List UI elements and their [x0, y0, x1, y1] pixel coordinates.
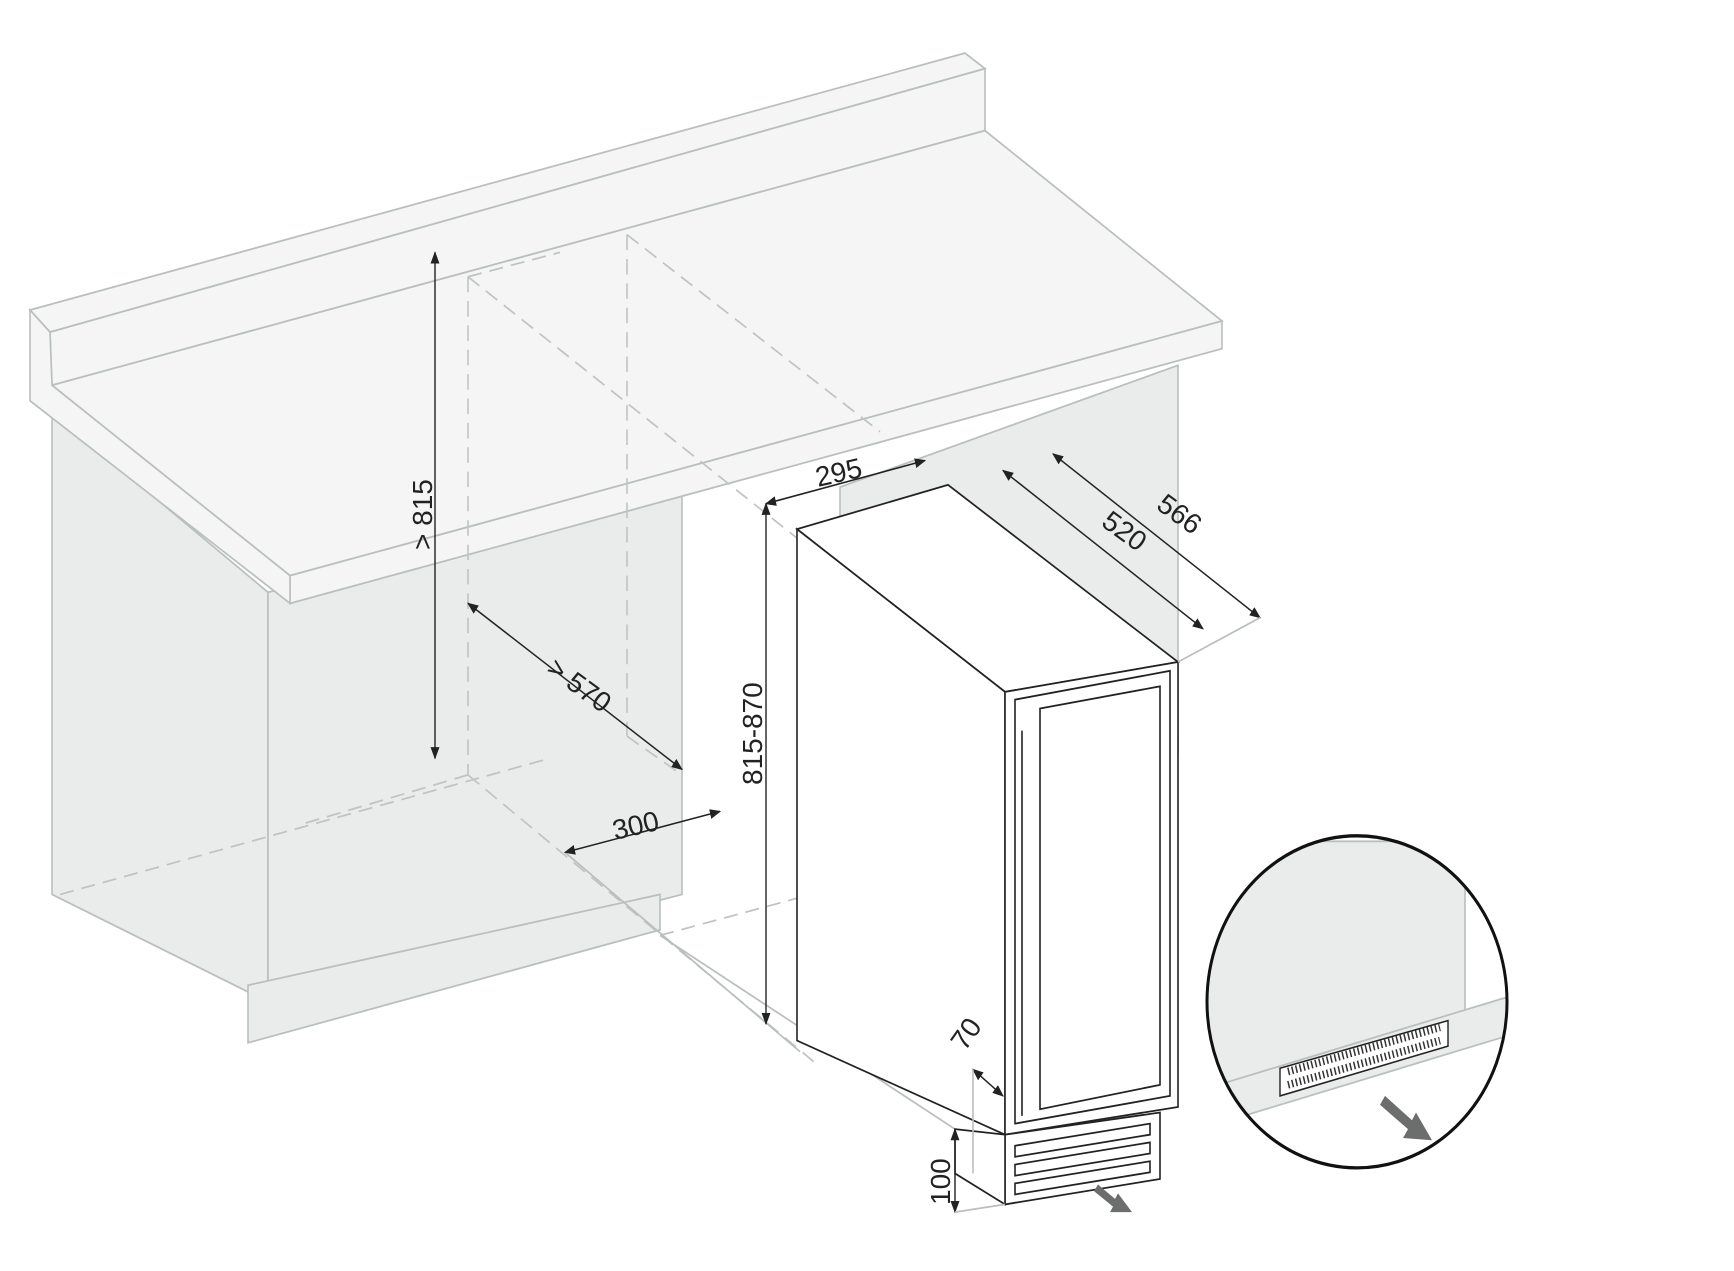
ventilation-detail	[1205, 834, 1509, 1170]
label-appliance-height: 815-870	[737, 682, 768, 785]
label-niche-height: > 815	[407, 479, 438, 550]
wine-cooler	[795, 483, 1181, 1206]
dimension-lines	[430, 251, 1261, 1214]
airflow-arrow-icon	[1094, 1184, 1132, 1213]
countertop	[28, 52, 1224, 606]
label-plinth-height: 100	[925, 1158, 956, 1205]
